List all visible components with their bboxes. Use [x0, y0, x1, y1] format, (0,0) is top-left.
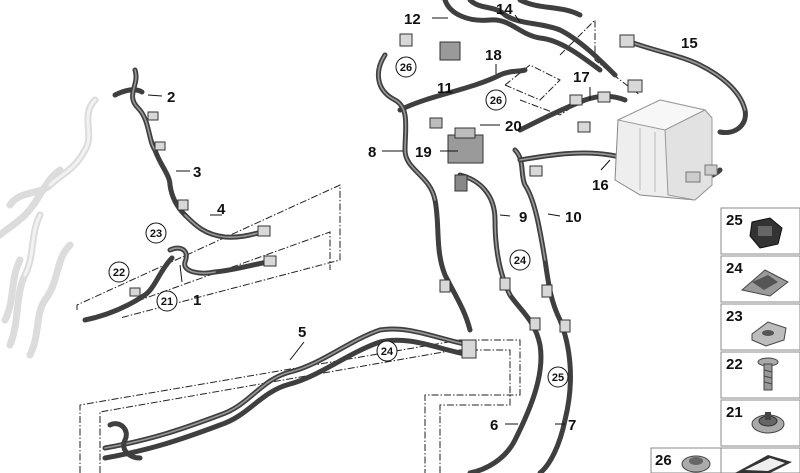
circled-callout-26-left: 26: [400, 62, 412, 74]
circled-callouts: 22 21 23 24 24 25 26 26: [108, 56, 569, 388]
circled-callout-22: 22: [113, 267, 125, 279]
screw-22-icon: [757, 357, 779, 391]
callout-15: 15: [681, 35, 698, 52]
tape-icon: [735, 455, 792, 473]
callout-12: 12: [404, 11, 421, 28]
callout-20: 20: [505, 118, 522, 135]
nut-23-icon: [751, 321, 787, 347]
grommet-26-icon: [681, 455, 711, 473]
callout-1: 1: [193, 292, 201, 309]
callout-16: 16: [592, 177, 609, 194]
callout-5: 5: [298, 324, 306, 341]
callout-9: 9: [519, 209, 527, 226]
panel-label-23: 23: [726, 308, 743, 325]
circled-callout-21: 21: [161, 296, 173, 308]
clamp-24-icon: [740, 269, 789, 297]
callout-11: 11: [437, 80, 453, 97]
callout-19: 19: [415, 144, 432, 161]
callout-3: 3: [193, 164, 201, 181]
callout-4: 4: [217, 201, 226, 218]
callout-2: 2: [167, 89, 175, 106]
callout-14: 14: [496, 1, 513, 18]
clip-nut-21-icon: [751, 412, 785, 434]
circled-callout-24-center: 24: [514, 255, 527, 267]
panel-label-26: 26: [655, 452, 672, 469]
leader-lines: [147, 14, 611, 425]
panel-label-24: 24: [726, 260, 743, 277]
callout-8: 8: [368, 144, 376, 161]
panel-label-22: 22: [726, 356, 743, 373]
ghost-component: [0, 96, 99, 359]
clip-25-icon: [749, 217, 783, 249]
small-parts-panel: 25 24 23 22 21 26: [650, 207, 800, 473]
hose-5: [102, 326, 477, 461]
valve-block: [429, 41, 484, 192]
circled-callout-26-right: 26: [490, 95, 502, 107]
panel-label-25: 25: [726, 212, 743, 229]
panel-label-21: 21: [726, 404, 743, 421]
tank-component: [614, 99, 718, 201]
dashed-outlines: [76, 18, 641, 473]
circled-callout-25: 25: [552, 372, 564, 384]
callout-10: 10: [565, 209, 582, 226]
hose-group-left: [82, 67, 277, 323]
circled-callout-24-lower: 24: [381, 346, 394, 358]
callout-17: 17: [573, 69, 590, 86]
callout-7: 7: [568, 417, 576, 434]
hose-group-center: [375, 33, 573, 473]
circled-callout-23: 23: [150, 228, 162, 240]
callout-6: 6: [490, 417, 498, 434]
callout-18: 18: [485, 47, 502, 64]
callout-labels: 1 2 3 4 5 6 7 8 9 10 11 12 14 15 16 17 1…: [167, 1, 698, 434]
